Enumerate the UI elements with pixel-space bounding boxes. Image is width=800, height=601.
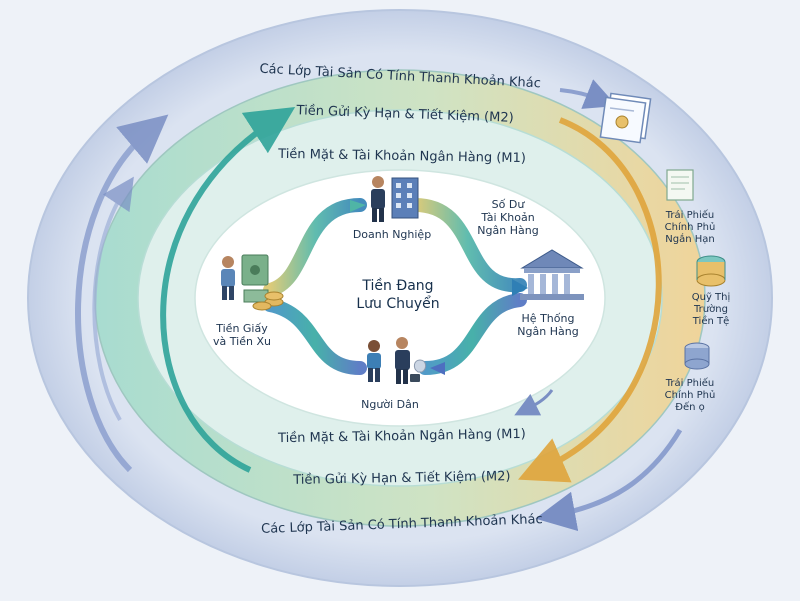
bonds-label-line1: Trái Phiếu bbox=[665, 377, 714, 389]
balance-label-line1: Số Dư bbox=[492, 198, 526, 211]
businessman-icon bbox=[371, 176, 419, 222]
flow-arrowhead-business bbox=[350, 200, 366, 212]
cash-label-line2: và Tiền Xu bbox=[213, 335, 271, 348]
bank-icon bbox=[520, 249, 584, 300]
m1-ring-label-bottom: Tiền Mặt & Tài Khoản Ngân Hàng (M1) bbox=[277, 427, 526, 446]
balance-label-line3: Ngân Hàng bbox=[477, 224, 538, 237]
banking-label-line2: Ngân Hàng bbox=[517, 325, 578, 338]
business-label: Doanh Nghiệp bbox=[353, 228, 431, 241]
mmf-label-line2: Trường bbox=[693, 303, 728, 315]
tbills-label-line1: Trái Phiếu bbox=[665, 209, 714, 221]
mmf-label-line3: Tiền Tệ bbox=[692, 315, 730, 327]
bond-document-icon bbox=[666, 169, 694, 201]
outer-top-flow-arrow bbox=[559, 79, 617, 109]
center-label-line1: Tiền Đang bbox=[361, 277, 433, 294]
m2-ring-label-bottom: Tiền Gửi Kỳ Hạn & Tiết Kiệm (M2) bbox=[292, 469, 510, 488]
m1-bottom-flow-arrow bbox=[514, 389, 554, 416]
banking-label-line1: Hệ Thống bbox=[522, 312, 575, 325]
flow-arrowhead-people bbox=[430, 362, 445, 375]
outer-left-flow-arrow-2 bbox=[92, 176, 134, 422]
flow-cash-to-people bbox=[263, 298, 367, 375]
cash-label-line1: Tiền Giấy bbox=[215, 322, 268, 335]
outer-right-flow-arrow bbox=[535, 428, 683, 532]
outer-left-flow-arrow bbox=[74, 114, 169, 473]
flow-arrowhead-bank bbox=[512, 279, 528, 296]
core-area bbox=[194, 169, 606, 427]
balance-label-line2: Tài Khoản bbox=[480, 211, 534, 224]
flow-cash-to-business bbox=[263, 198, 367, 297]
tbills-label-line3: Ngắn Hạn bbox=[665, 232, 714, 245]
m1-ring-label-top: Tiền Mặt & Tài Khoản Ngân Hàng (M1) bbox=[277, 147, 526, 166]
certificate-icon bbox=[599, 92, 652, 144]
flow-business-to-bank bbox=[408, 198, 527, 293]
money-market-fund-icon bbox=[696, 255, 726, 287]
government-bond-icon bbox=[684, 342, 710, 370]
m2-left-flow-arrow bbox=[160, 106, 296, 473]
bonds-label-line2: Chính Phủ bbox=[665, 389, 716, 401]
m2-right-flow-arrow bbox=[518, 117, 662, 483]
cash-coins-icon bbox=[221, 254, 284, 311]
people-icon bbox=[367, 337, 427, 384]
mmf-label-line1: Quỹ Thị bbox=[692, 292, 731, 303]
bonds-label-line3: Đến ọ bbox=[675, 401, 705, 413]
people-label: Người Dân bbox=[361, 398, 419, 411]
center-label-line2: Lưu Chuyển bbox=[356, 295, 439, 312]
tbills-label-line2: Chính Phủ bbox=[665, 221, 716, 233]
